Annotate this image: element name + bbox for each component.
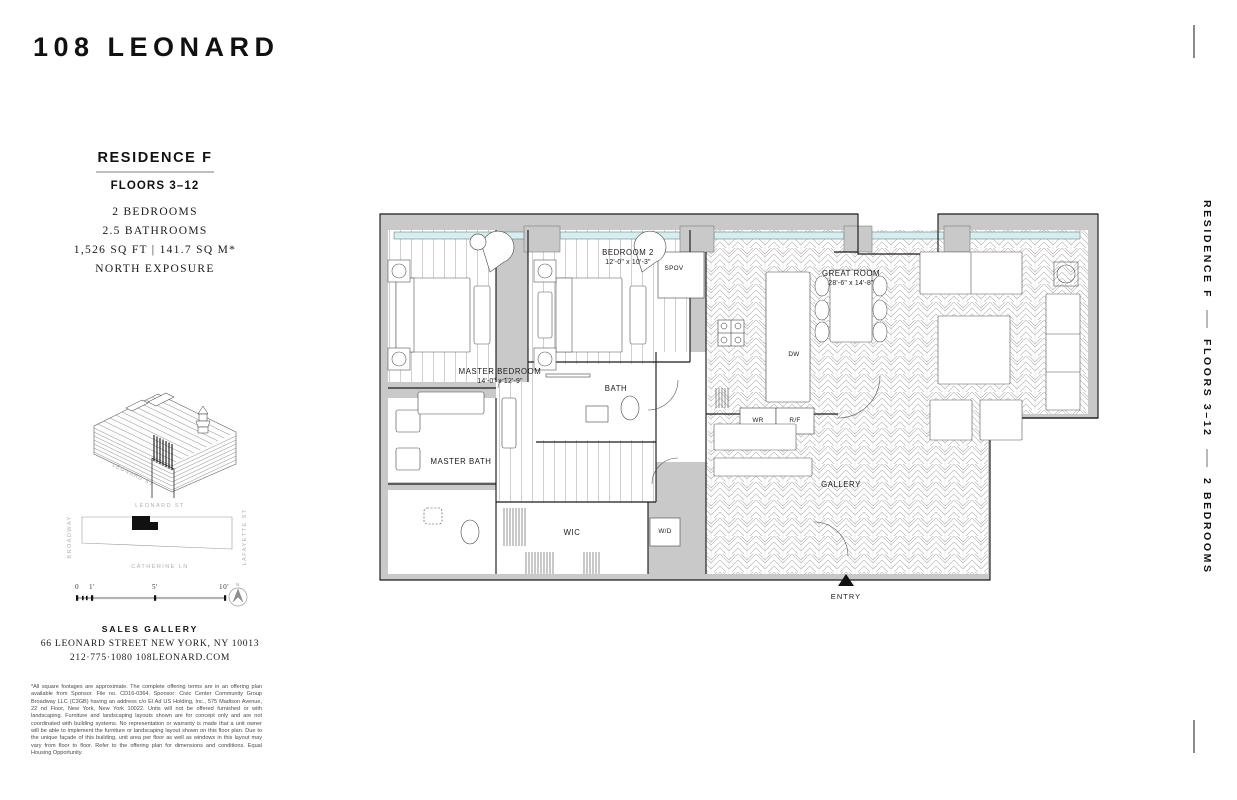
map-label-leonard-st: LEONARD ST bbox=[135, 503, 185, 509]
map-label-broadway: BROADWAY bbox=[67, 515, 73, 558]
spec-area: 1,526 SQ FT | 141.7 SQ M* bbox=[73, 243, 237, 256]
rail-tick-top bbox=[1193, 25, 1195, 58]
appliance-label-spov: SPOV bbox=[664, 265, 684, 272]
sales-gallery-block: SALES GALLERY 66 LEONARD STREET NEW YORK… bbox=[18, 624, 282, 665]
rail-tick-bottom bbox=[1193, 720, 1195, 753]
scale-bar: 0 1' 5' 10' N bbox=[60, 578, 260, 612]
appliance-label-rf: R/F bbox=[789, 417, 801, 424]
divider bbox=[96, 171, 214, 173]
scale-tick-10: 10' bbox=[219, 583, 229, 591]
entry-label: ENTRY bbox=[830, 592, 862, 601]
scale-tick-0: 0 bbox=[75, 583, 79, 591]
residence-name: RESIDENCE F bbox=[97, 150, 213, 166]
sales-gallery-address: 66 LEONARD STREET NEW YORK, NY 10013 bbox=[40, 638, 260, 649]
door-swings bbox=[497, 375, 881, 557]
appliance-label-dw: DW bbox=[788, 351, 800, 358]
rail-bedrooms: 2 BEDROOMS bbox=[1201, 477, 1213, 575]
rail-divider-1 bbox=[1206, 310, 1208, 329]
spec-exposure: NORTH EXPOSURE bbox=[95, 262, 215, 275]
spec-bedrooms: 2 BEDROOMS bbox=[112, 205, 198, 218]
svg-text:N: N bbox=[236, 582, 239, 587]
building-axonometric-diagram: LEONARD ST bbox=[86, 388, 256, 516]
sales-gallery-title: SALES GALLERY bbox=[101, 624, 199, 634]
compass-icon: N bbox=[228, 582, 248, 607]
right-vertical-rail: RESIDENCE F FLOORS 3–12 2 BEDROOMS bbox=[1190, 200, 1224, 600]
scale-tick-5: 5' bbox=[152, 583, 158, 591]
rail-floors: FLOORS 3–12 bbox=[1201, 339, 1213, 438]
page-title: 108 LEONARD bbox=[33, 32, 280, 62]
map-label-lafayette-st: LAFAYETTE ST bbox=[242, 509, 248, 566]
entry-arrow-icon bbox=[838, 574, 854, 586]
map-label-catherine-ln: CATHERINE LN bbox=[131, 564, 188, 570]
residence-floors: FLOORS 3–12 bbox=[110, 179, 200, 192]
spec-bathrooms: 2.5 BATHROOMS bbox=[102, 224, 208, 237]
scale-tick-1: 1' bbox=[89, 583, 95, 591]
appliance-label-wd: W/D bbox=[658, 528, 672, 535]
floor-plan-svg bbox=[379, 213, 1099, 581]
appliance-label-wr: WR bbox=[752, 417, 764, 424]
floor-plan-drawing: MASTER BEDROOM 14'-0" x 12'-9" BEDROOM 2… bbox=[378, 212, 1100, 584]
closet-shelving bbox=[503, 388, 729, 574]
residence-info-block: RESIDENCE F FLOORS 3–12 2 BEDROOMS 2.5 B… bbox=[30, 150, 280, 282]
rail-divider-2 bbox=[1206, 448, 1208, 467]
legal-disclaimer: *All square footages are approximate. Th… bbox=[31, 684, 262, 757]
site-map-diagram: LEONARD ST CATHERINE LN BROADWAY LAFAYET… bbox=[60, 495, 260, 575]
partitions bbox=[379, 213, 1099, 581]
map-building-marker bbox=[132, 516, 158, 530]
rail-residence: RESIDENCE F bbox=[1201, 200, 1213, 300]
sales-gallery-contact[interactable]: 212·775·1080 108LEONARD.COM bbox=[69, 651, 231, 663]
map-block-outline bbox=[81, 516, 233, 550]
furniture bbox=[387, 230, 1081, 477]
